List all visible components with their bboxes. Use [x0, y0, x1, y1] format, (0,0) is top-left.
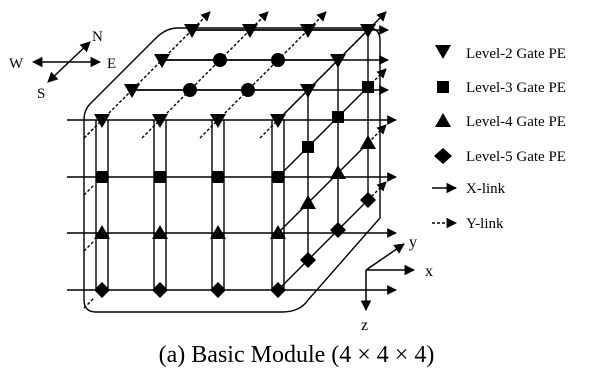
- legend-label-level5: Level-5 Gate PE: [466, 149, 566, 165]
- legend-label-level3: Level-3 Gate PE: [466, 80, 566, 96]
- level2-gate-pe: [210, 114, 226, 128]
- legend-label-xlink: X-link: [466, 181, 506, 197]
- level3-gate-pe: [96, 171, 108, 183]
- gate-pe-circle: [183, 83, 197, 97]
- y-link-right: [367, 181, 387, 201]
- level2-gate-pe: [270, 114, 286, 128]
- level2-gate-pe: [330, 54, 346, 68]
- compass-north: N: [92, 29, 103, 45]
- level5-gate-pe: [270, 282, 286, 298]
- axes: y x z: [360, 234, 433, 334]
- level2-gate-pe: [242, 24, 258, 38]
- level3-gate-pe: [154, 171, 166, 183]
- module-diagram: N S W E Level-2 Gate PE Level-3 Gate PE …: [9, 11, 566, 334]
- level3-gate-pe: [272, 171, 284, 183]
- pe-nodes: [94, 24, 376, 298]
- y-link-right: [367, 68, 387, 88]
- level2-gate-pe: [154, 54, 170, 68]
- level4-gate-pe: [152, 225, 168, 239]
- south-north-arrow: [47, 41, 91, 83]
- side-depth-link: [277, 142, 369, 234]
- level3-gate-pe: [362, 81, 374, 93]
- level4-gate-pe: [330, 165, 346, 179]
- legend-label-level4: Level-4 Gate PE: [466, 114, 566, 130]
- axis-label-y: y: [409, 234, 417, 251]
- level2-gate-pe: [124, 84, 140, 98]
- gate-pe-circle: [241, 83, 255, 97]
- level4-gate-pe: [360, 135, 376, 149]
- y-axis-arrow: [365, 243, 405, 271]
- level5-gate-pe: [330, 222, 346, 238]
- side-depth-link: [277, 29, 369, 121]
- legend-square-icon: [437, 81, 449, 93]
- level3-gate-pe: [332, 111, 344, 123]
- y-link-right: [367, 124, 387, 144]
- compass-east: E: [107, 56, 116, 72]
- axis-label-x: x: [425, 263, 433, 280]
- level2-gate-pe: [300, 24, 316, 38]
- y-link-left: [83, 184, 95, 196]
- level3-gate-pe: [302, 141, 314, 153]
- legend-diamond-icon: [434, 148, 452, 164]
- legend-triangle-down-icon: [435, 45, 451, 59]
- level2-gate-pe: [300, 84, 316, 98]
- gate-pe-circle: [213, 53, 227, 67]
- cube-outline: [83, 27, 381, 313]
- level2-gate-pe: [360, 24, 376, 38]
- figure-caption: (a) Basic Module (4 × 4 × 4): [158, 342, 435, 368]
- level2-gate-pe: [94, 114, 110, 128]
- gate-pe-circle: [271, 53, 285, 67]
- level5-gate-pe: [94, 282, 110, 298]
- level5-gate-pe: [152, 282, 168, 298]
- compass-south: S: [37, 86, 45, 102]
- y-link-left: [83, 127, 95, 139]
- legend: Level-2 Gate PE Level-3 Gate PE Level-4 …: [432, 45, 566, 232]
- side-depth-link: [277, 199, 369, 291]
- y-link-left: [83, 240, 95, 252]
- legend-triangle-up-icon: [435, 113, 451, 127]
- level4-gate-pe: [210, 225, 226, 239]
- side-depth-link: [277, 86, 369, 178]
- level4-gate-pe: [270, 225, 286, 239]
- level4-gate-pe: [94, 225, 110, 239]
- legend-label-ylink: Y-link: [466, 216, 504, 232]
- interconnect-lines: [67, 11, 397, 313]
- compass-west: W: [9, 56, 24, 72]
- level5-gate-pe: [210, 282, 226, 298]
- level2-gate-pe: [184, 24, 200, 38]
- y-link-right: [367, 11, 387, 31]
- axis-label-z: z: [361, 317, 368, 334]
- level2-gate-pe: [152, 114, 168, 128]
- level5-gate-pe: [300, 252, 316, 268]
- compass: N S W E: [9, 29, 116, 102]
- level5-gate-pe: [360, 192, 376, 208]
- legend-label-level2: Level-2 Gate PE: [466, 46, 566, 62]
- level4-gate-pe: [300, 195, 316, 209]
- level3-gate-pe: [212, 171, 224, 183]
